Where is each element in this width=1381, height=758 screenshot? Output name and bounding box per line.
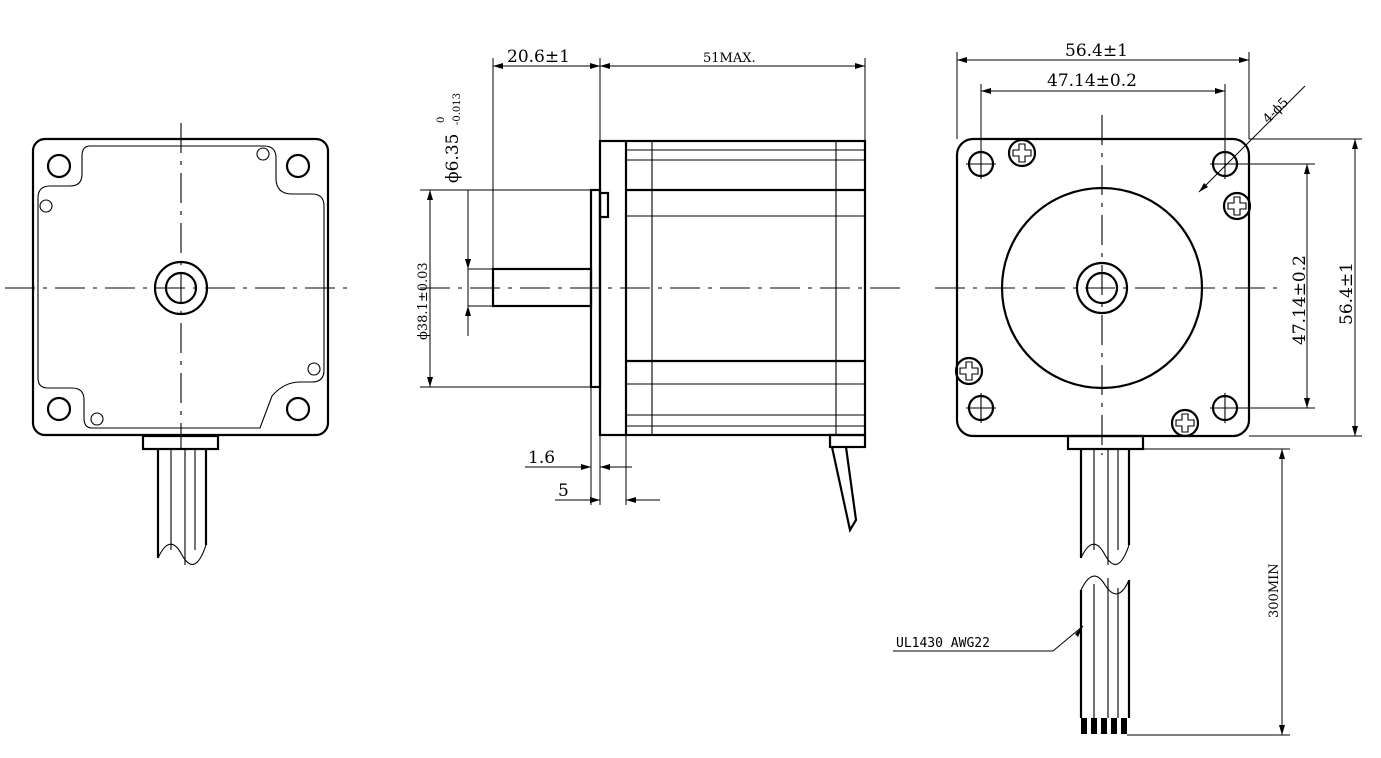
rear-lead-wires-bottom bbox=[1079, 575, 1131, 734]
dim-hole-diameter: 4-ϕ5 bbox=[1260, 95, 1292, 127]
dim-shaft-extension: 20.6±1 bbox=[507, 47, 570, 67]
svg-text:ϕ6.35: ϕ6.35 bbox=[443, 134, 463, 183]
rear-cable-boot bbox=[1066, 434, 1145, 451]
pilot-notch bbox=[598, 191, 610, 219]
small-hole bbox=[256, 147, 270, 161]
dim-shaft-diameter: ϕ6.35 0 -0.013 bbox=[436, 93, 463, 183]
dim-pilot-diameter: ϕ38.1±0.03 bbox=[416, 262, 431, 340]
rear-lead-wires-top bbox=[1079, 449, 1131, 565]
dim-flange-height: 56.4±1 bbox=[1337, 262, 1357, 325]
dim-flange-thickness: 5 bbox=[558, 481, 569, 501]
dim-hole-spacing-v: 47.14±0.2 bbox=[1290, 255, 1310, 345]
mount-hole-bl bbox=[46, 396, 72, 422]
mount-hole-tr bbox=[285, 153, 311, 179]
dim-hole-spacing-h: 47.14±0.2 bbox=[1047, 71, 1137, 91]
svg-text:0: 0 bbox=[436, 117, 447, 123]
cable-boot bbox=[141, 434, 220, 451]
screw-icon bbox=[1222, 191, 1252, 221]
lead-wires bbox=[156, 449, 208, 565]
dim-body-length: 51MAX. bbox=[703, 51, 756, 66]
side-cable-boot bbox=[828, 433, 867, 449]
dim-lead-length: 300MIN bbox=[1267, 563, 1282, 618]
side-cable bbox=[830, 446, 858, 533]
dim-flange-width: 56.4±1 bbox=[1065, 41, 1128, 61]
cable-spec-callout: UL1430 AWG22 bbox=[896, 636, 990, 651]
screw-icon bbox=[1007, 138, 1037, 168]
svg-text:-0.013: -0.013 bbox=[452, 93, 463, 125]
small-hole bbox=[39, 199, 53, 213]
small-hole bbox=[90, 412, 104, 426]
small-hole bbox=[307, 362, 321, 376]
rear-view: 56.4±1 47.14±0.2 4-ϕ5 47.14±0.2 56.4±1 bbox=[893, 41, 1362, 736]
dim-pilot-thickness: 1.6 bbox=[528, 448, 555, 468]
mount-hole-br bbox=[285, 396, 311, 422]
mount-hole-tl bbox=[46, 153, 72, 179]
screw-icon bbox=[1170, 408, 1200, 438]
side-view: 20.6±1 51MAX. ϕ6.35 0 -0.013 ϕ38.1±0.03 bbox=[416, 47, 900, 533]
screw-icon bbox=[954, 356, 984, 386]
front-view bbox=[5, 123, 355, 565]
front-body-profile bbox=[37, 145, 325, 429]
